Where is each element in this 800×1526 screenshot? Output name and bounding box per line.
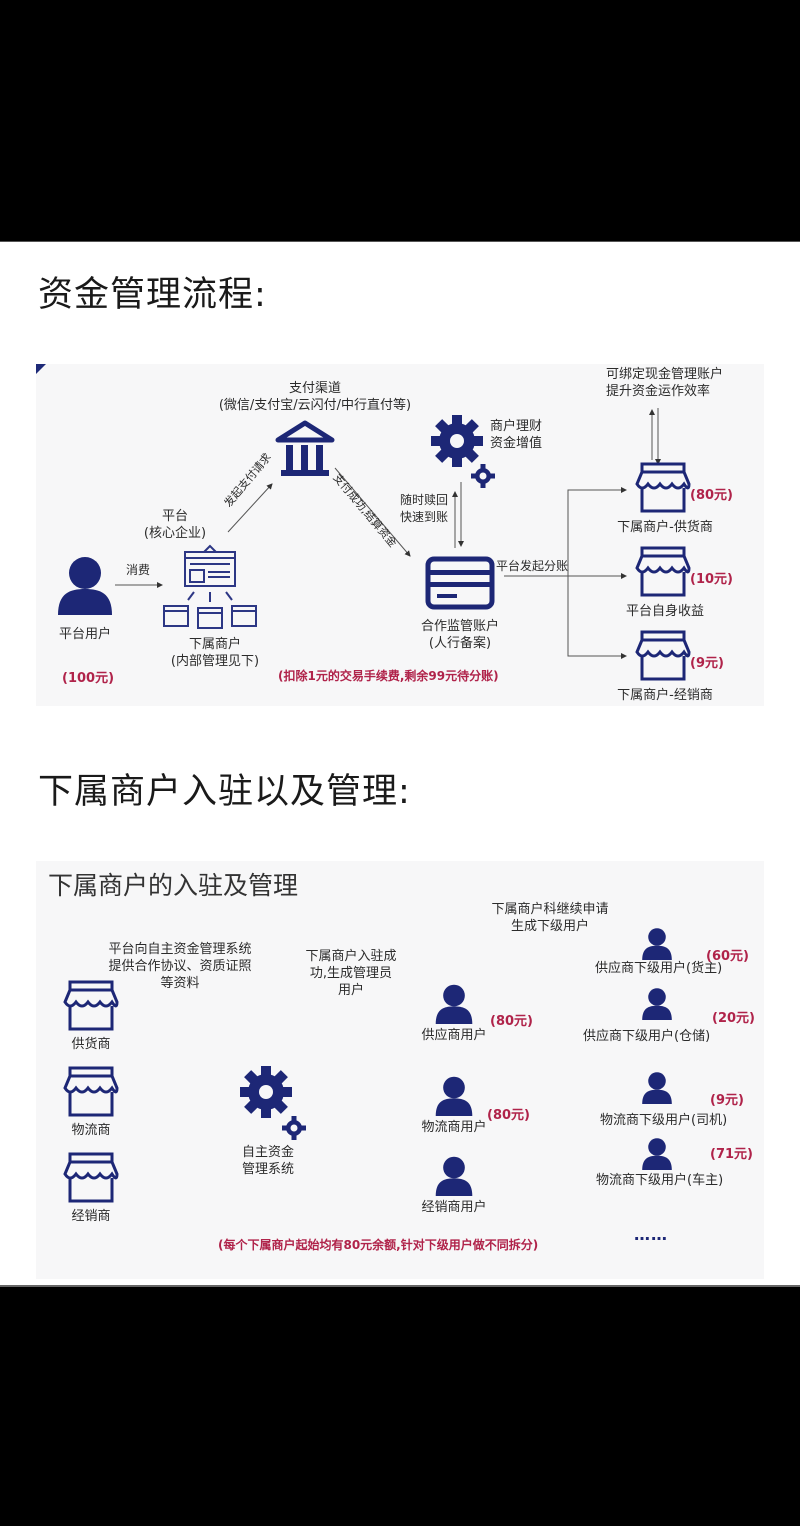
platform-user-label: 平台用户	[58, 627, 111, 642]
section1-heading: 资金管理流程:	[38, 275, 267, 315]
sub-user-amount: (9元)	[710, 1093, 744, 1108]
user-label: 物流商用户	[421, 1120, 487, 1135]
recipient-label: 平台自身收益	[625, 604, 704, 619]
user-icon	[642, 928, 672, 960]
platform-note-line: 提供合作协议、资质证照	[108, 959, 252, 974]
user-label: 经销商用户	[421, 1200, 487, 1215]
arrow-split-distributor	[567, 576, 627, 659]
fund-flow-diagram	[36, 364, 764, 706]
user-icon	[642, 1072, 672, 1104]
recipient-amount: (9元)	[690, 656, 724, 671]
arrow-initiate-payment	[227, 483, 273, 533]
store-icon	[63, 1066, 119, 1117]
recipient-amount: (80元)	[690, 488, 733, 503]
wealth-line2: 资金增值	[490, 436, 543, 451]
onboard-note-line: 功,生成管理员	[309, 966, 393, 981]
consume-label: 消费	[125, 563, 150, 577]
section2-heading: 下属商户入驻以及管理:	[38, 772, 411, 812]
user-amount: (80元)	[490, 1014, 533, 1029]
redeem-line1: 随时赎回	[400, 493, 449, 507]
arrow-payment-success	[334, 467, 411, 557]
merchant-label: 物流商	[71, 1123, 111, 1138]
merchant-onboarding-diagram	[36, 861, 764, 1279]
bank-icon	[275, 420, 335, 476]
panel-title: 下属商户的入驻及管理	[48, 871, 299, 900]
user-icon	[435, 984, 473, 1024]
fee-note: (扣除1元的交易手续费,剩余99元待分账)	[278, 669, 499, 683]
platform-note-line: 平台向自主资金管理系统	[108, 942, 252, 957]
system-line2: 管理系统	[241, 1162, 294, 1177]
sub-user-amount: (60元)	[706, 949, 749, 964]
sub-merchants-title: 下属商户	[188, 637, 241, 652]
system-gear-icon	[240, 1066, 306, 1140]
store-icon	[63, 1152, 119, 1203]
split-label: 平台发起分账	[496, 559, 569, 573]
store-icon	[635, 630, 691, 681]
platform-user-amount: (100元)	[62, 671, 115, 686]
user-icon	[642, 988, 672, 1020]
user-amount: (80元)	[487, 1108, 530, 1123]
recipient-label: 下属商户-供货商	[617, 520, 713, 535]
sub-merchants-subtitle: (内部管理见下)	[170, 654, 260, 669]
store-icon	[63, 980, 119, 1031]
sub-user-label: 供应商下级用户(仓储)	[583, 1029, 711, 1044]
gear-icon	[431, 415, 495, 488]
footer-note: (每个下属商户起始均有80元余额,针对下级用户做不同拆分)	[218, 1238, 539, 1252]
arrow-split-supplier	[567, 487, 627, 576]
card-icon	[425, 556, 495, 610]
escrow-subtitle: (人行备案)	[428, 636, 492, 651]
cash-mgmt-line2: 提升资金运作效率	[606, 384, 711, 399]
sub-user-label: 物流商下级用户(司机)	[600, 1113, 728, 1128]
system-line1: 自主资金	[241, 1145, 294, 1160]
platform-note-line: 等资料	[160, 976, 200, 991]
sub-note-line: 生成下级用户	[510, 919, 589, 934]
user-icon	[435, 1076, 473, 1116]
sub-user-label: 供应商下级用户(货主)	[595, 961, 723, 976]
store-icon	[635, 546, 691, 597]
onboard-note-line: 用户	[337, 983, 364, 998]
platform-user-icon	[58, 557, 112, 615]
merchant-label: 经销商	[71, 1209, 111, 1224]
user-label: 供应商用户	[421, 1028, 487, 1043]
ellipsis: ……	[634, 1225, 668, 1244]
store-icon	[635, 462, 691, 513]
sub-note-line: 下属商户科继续申请	[491, 902, 609, 917]
merchant-label: 供货商	[71, 1037, 111, 1052]
recipient-label: 下属商户-经销商	[617, 688, 713, 703]
payment-channel-subtitle: (微信/支付宝/云闪付/中行直付等)	[218, 398, 412, 413]
sub-user-amount: (71元)	[710, 1147, 753, 1162]
platform-title: 平台	[161, 509, 188, 524]
redeem-line2: 快速到账	[400, 510, 449, 524]
escrow-title: 合作监管账户	[420, 619, 499, 634]
payment-channel-title: 支付渠道	[288, 381, 341, 396]
platform-window-icon	[163, 544, 257, 629]
cash-mgmt-line1: 可绑定现金管理账户	[606, 367, 724, 382]
sub-user-amount: (20元)	[712, 1011, 755, 1026]
platform-subtitle: (核心企业)	[143, 526, 207, 541]
corner-mark	[36, 364, 46, 374]
user-icon	[435, 1156, 473, 1196]
user-icon	[642, 1138, 672, 1170]
onboard-note-line: 下属商户入驻成	[305, 949, 397, 964]
wealth-line1: 商户理财	[490, 419, 543, 434]
sub-user-label: 物流商下级用户(车主)	[596, 1173, 724, 1188]
recipient-amount: (10元)	[690, 572, 733, 587]
